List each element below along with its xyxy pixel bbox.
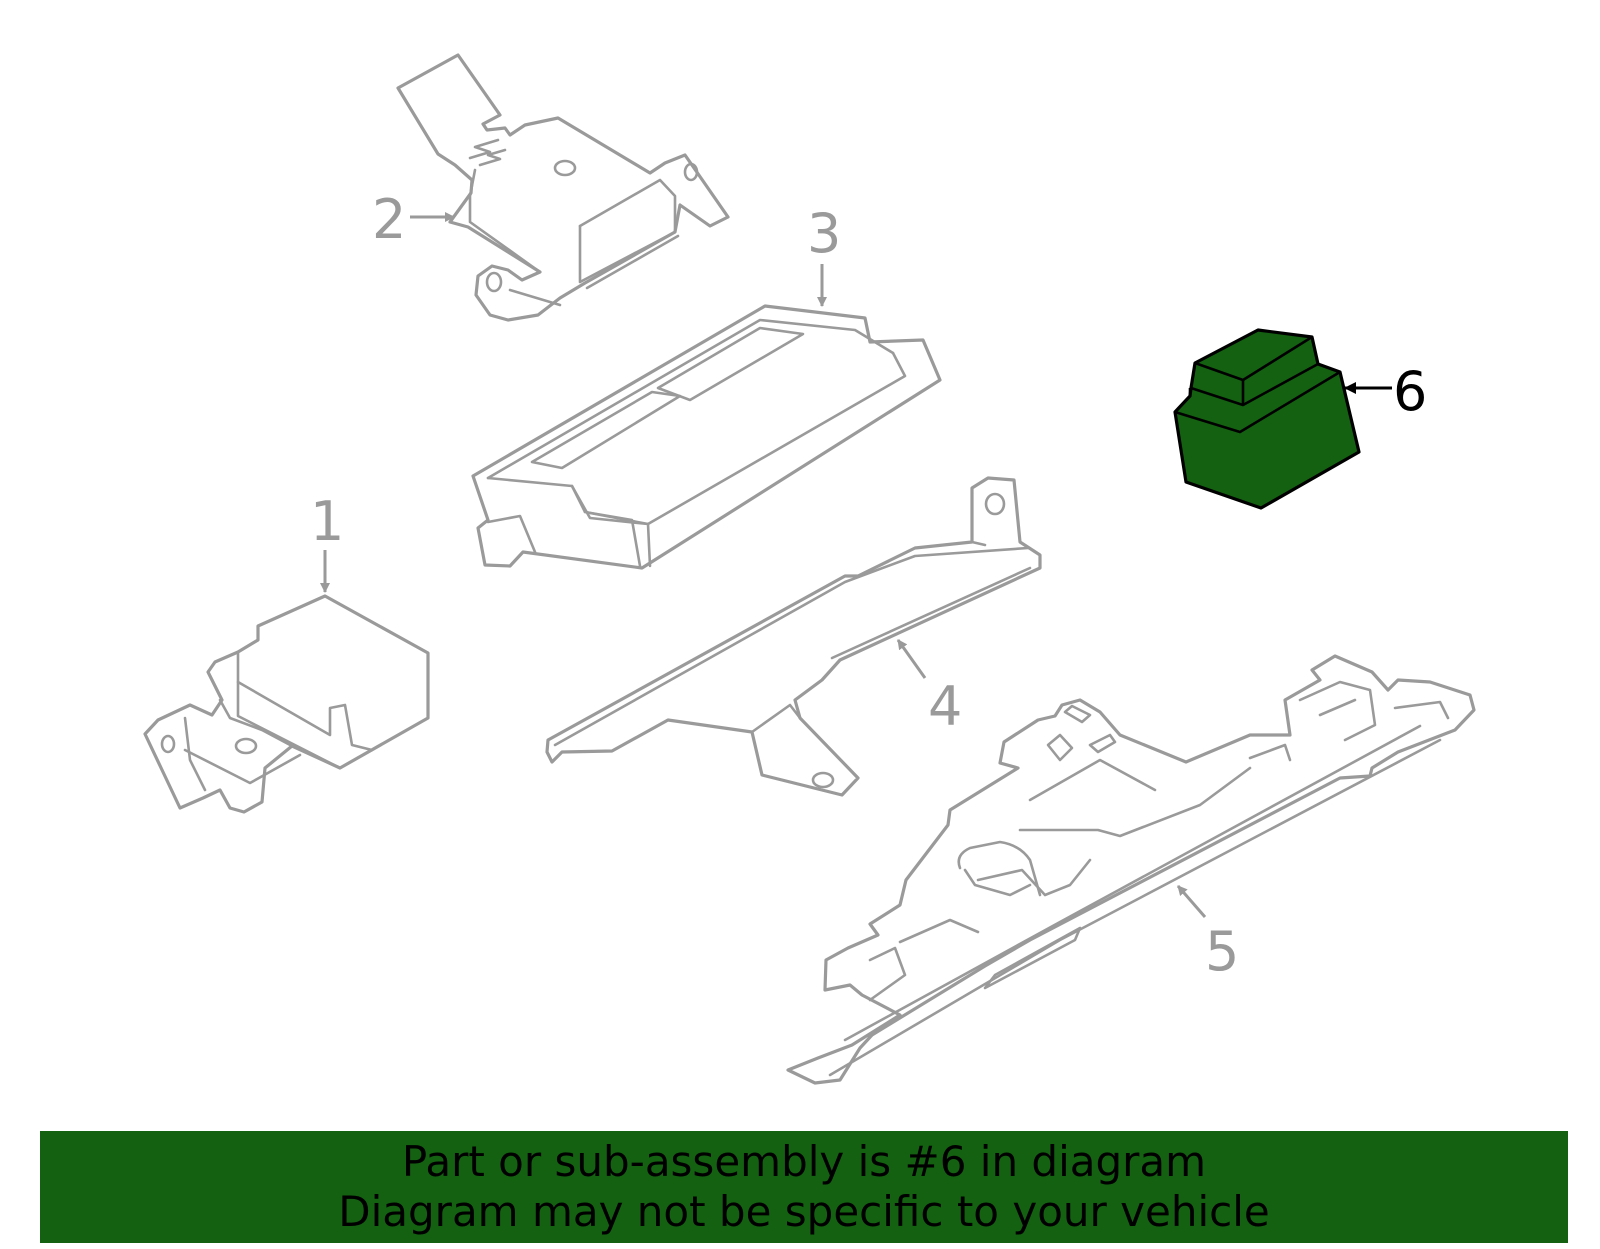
part-3-control-unit[interactable] bbox=[471, 304, 942, 570]
part-6-module[interactable] bbox=[1173, 328, 1361, 510]
callout-3[interactable]: 3 bbox=[807, 202, 841, 265]
banner-line-disclaimer: Diagram may not be specific to your vehi… bbox=[338, 1187, 1270, 1236]
callout-4[interactable]: 4 bbox=[928, 675, 962, 738]
leader-4-arrow bbox=[896, 639, 927, 679]
info-banner: Part or sub-assembly is #6 in diagram Di… bbox=[40, 1131, 1568, 1243]
banner-line-part: Part or sub-assembly is #6 in diagram bbox=[401, 1137, 1207, 1186]
callout-1[interactable]: 1 bbox=[310, 490, 344, 553]
callout-6[interactable]: 6 bbox=[1393, 360, 1427, 423]
banner-background bbox=[40, 1131, 1568, 1243]
part-4-bracket[interactable] bbox=[545, 476, 1042, 797]
callout-2[interactable]: 2 bbox=[372, 188, 406, 251]
callout-5[interactable]: 5 bbox=[1205, 920, 1239, 983]
leader-5-arrow bbox=[1176, 885, 1207, 918]
part-2-module[interactable] bbox=[396, 53, 730, 322]
part-5-rail[interactable] bbox=[786, 654, 1476, 1085]
part-1-module[interactable] bbox=[143, 594, 430, 814]
